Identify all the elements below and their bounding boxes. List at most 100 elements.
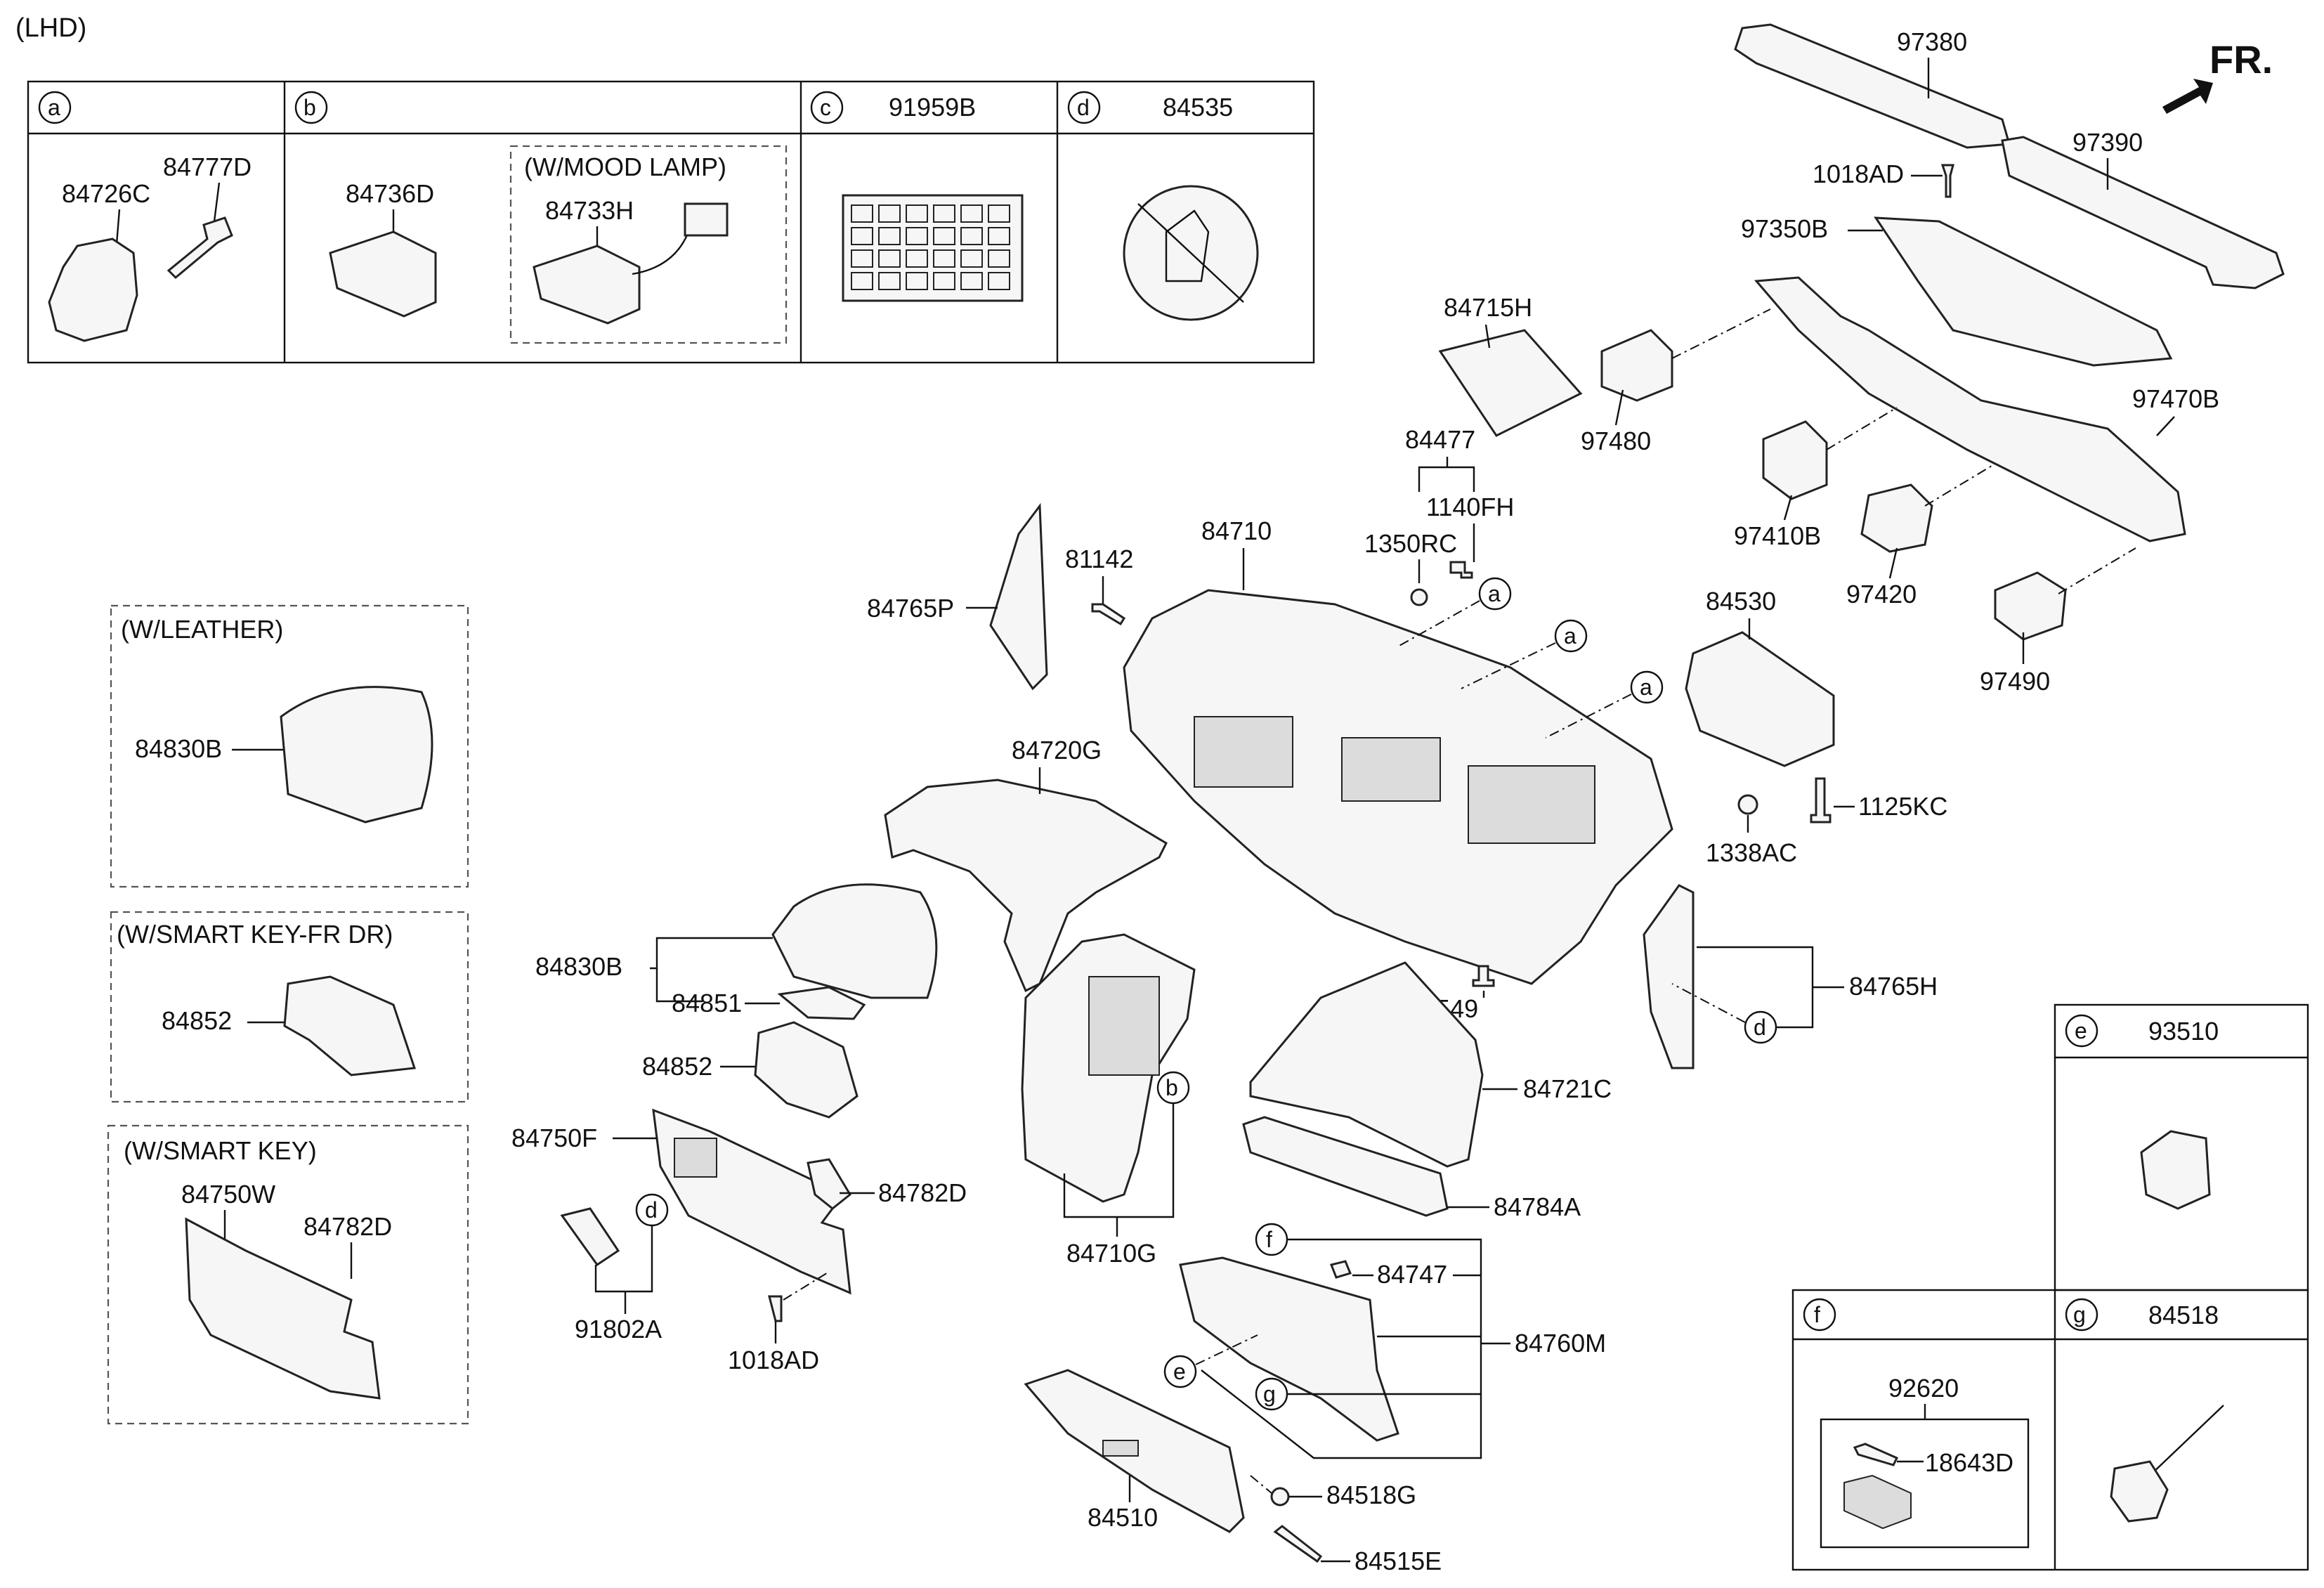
part-label-84851: 84851 — [672, 989, 742, 1017]
part-label-84750F: 84750F — [511, 1124, 597, 1152]
part-label-91959B: 91959B — [889, 93, 976, 122]
callout-a-1 — [1478, 577, 1512, 611]
part-label-84736D: 84736D — [346, 179, 434, 208]
part-label-84830B-leather: 84830B — [135, 734, 222, 763]
cluster-hood-84830B-shape — [771, 883, 938, 999]
fuse-slot — [960, 204, 983, 223]
front-arrow-icon — [2162, 79, 2213, 114]
bulb-18643D-shape — [1853, 1443, 1899, 1466]
callout-b-letter: b — [1166, 1075, 1178, 1100]
cover-84852-smart-shape — [283, 975, 417, 1076]
main-assembly: 84715H 84477 1140FH 1350RC 84710 81142 8… — [511, 293, 1947, 1575]
crashpad-opening-2 — [1468, 765, 1595, 844]
cell-e-letter: e — [2075, 1018, 2087, 1043]
fuse-label-91959B-shape — [842, 194, 1024, 302]
leather-title: (W/LEATHER) — [121, 615, 283, 644]
fuse-slot — [906, 227, 928, 245]
mood-lamp-option-label: (W/MOOD LAMP) — [524, 152, 726, 181]
part-label-91802A: 91802A — [575, 1315, 662, 1343]
part-label-84510: 84510 — [1088, 1503, 1158, 1532]
trim-84782D-shape — [807, 1158, 851, 1210]
part-label-97490: 97490 — [1980, 667, 2050, 696]
screw-1140FH-shape — [1449, 561, 1473, 579]
part-label-1125KC: 1125KC — [1858, 792, 1947, 821]
part-label-1338AC: 1338AC — [1706, 838, 1797, 867]
cells-fg-frame — [1791, 1289, 2309, 1571]
bolt-84777D-shape — [167, 216, 233, 280]
part-label-1140FH: 1140FH — [1426, 493, 1514, 521]
fuse-label-grid — [851, 204, 1010, 290]
front-label: FR. — [2209, 37, 2273, 82]
part-label-84515E: 84515E — [1354, 1547, 1442, 1575]
callout-a-2-letter: a — [1564, 623, 1576, 649]
part-label-1018AD: 1018AD — [728, 1346, 819, 1374]
smart-key-fr-title: (W/SMART KEY-FR DR) — [117, 920, 393, 949]
trim-84784A-shape — [1242, 1116, 1449, 1217]
lamp-wire-shape — [632, 231, 690, 275]
cluster-hood-leather-shape — [280, 686, 433, 824]
part-label-84720G: 84720G — [1012, 736, 1102, 764]
part-label-1018AD-top: 1018AD — [1813, 160, 1904, 188]
vent-97420-shape — [1860, 483, 1933, 553]
airbag-seat-icon — [1165, 209, 1210, 282]
part-label-84710G: 84710G — [1066, 1239, 1156, 1268]
vent-97490-shape — [1994, 571, 2067, 641]
duct-97350B-shape — [1874, 216, 2173, 367]
glovebox-handle — [1102, 1440, 1139, 1457]
front-direction-indicator: FR. — [2162, 37, 2273, 114]
lamp-connector-shape — [684, 202, 729, 237]
fuse-slot — [851, 272, 873, 290]
option-group-smart-key: (W/SMART KEY) 84750W 84782D — [107, 1124, 469, 1425]
part-label-84530: 84530 — [1706, 587, 1776, 616]
part-label-84760M: 84760M — [1515, 1329, 1606, 1358]
fuse-slot — [906, 249, 928, 268]
part-label-92620: 92620 — [1888, 1374, 1959, 1402]
fuse-slot — [906, 204, 928, 223]
screw-1018AD-shape — [768, 1295, 783, 1322]
panel-opening — [674, 1138, 717, 1178]
callout-circle-g — [2065, 1298, 2098, 1332]
part-label-84518: 84518 — [2148, 1301, 2219, 1329]
screw-86549-shape — [1472, 965, 1495, 987]
part-label-84477: 84477 — [1405, 425, 1475, 454]
screw-1125KC-shape — [1810, 777, 1832, 824]
callout-d-1 — [1744, 1010, 1777, 1044]
part-label-84518G: 84518G — [1326, 1480, 1416, 1509]
variant-label: (LHD) — [15, 13, 86, 43]
part-label-84777D: 84777D — [163, 152, 252, 181]
part-label-84830B: 84830B — [535, 952, 622, 981]
option-group-smart-key-fr: (W/SMART KEY-FR DR) 84852 — [110, 911, 469, 1103]
fuse-slot — [988, 272, 1010, 290]
callout-a-3 — [1630, 670, 1664, 704]
fuse-slot — [851, 249, 873, 268]
option-group-leather: (W/LEATHER) 84830B — [110, 604, 469, 888]
lamp-92620-box — [1820, 1418, 2030, 1549]
cell-c-letter: c — [820, 95, 831, 120]
part-label-84721C: 84721C — [1523, 1074, 1612, 1103]
top-reference-table: a 84726C 84777D b 84736D (W/MOOD LAMP) 8… — [27, 80, 1315, 364]
part-label-84765P: 84765P — [867, 594, 954, 623]
lamp-84733H-shape — [533, 245, 641, 325]
garnish-display-opening — [1088, 976, 1160, 1076]
callout-e-letter: e — [1173, 1359, 1186, 1384]
callout-circle-c — [810, 91, 844, 124]
callout-a-1-letter: a — [1488, 581, 1501, 606]
fuse-slot — [933, 204, 955, 223]
side-cover-84765P-shape — [989, 502, 1048, 691]
part-label-97380: 97380 — [1897, 27, 1967, 56]
part-label-84747: 84747 — [1377, 1260, 1447, 1289]
fuse-slot — [878, 249, 901, 268]
part-label-84782D-smart: 84782D — [303, 1212, 392, 1241]
screw-1018AD-top-shape — [1940, 164, 1954, 198]
cell-a-letter: a — [48, 95, 60, 120]
part-label-84852: 84852 — [642, 1052, 712, 1081]
pin-84515E-shape — [1273, 1525, 1323, 1563]
part-label-97480: 97480 — [1581, 427, 1651, 455]
side-cover-84765H-shape — [1643, 884, 1695, 1069]
crashpad-opening-3 — [1194, 716, 1293, 788]
cover-84852-shape — [754, 1021, 859, 1119]
cell-g-letter: g — [2073, 1302, 2086, 1327]
part-label-84710: 84710 — [1201, 516, 1272, 545]
cell-f-letter: f — [1814, 1302, 1820, 1327]
part-label-84784A: 84784A — [1494, 1192, 1581, 1221]
